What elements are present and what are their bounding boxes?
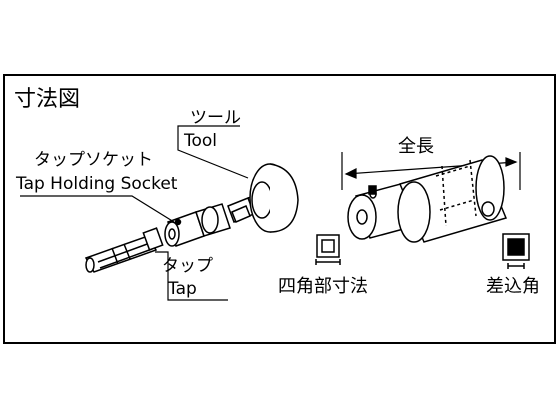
diagram-frame [3, 74, 556, 344]
tool-illustration [249, 163, 299, 233]
overall-length-label: 全長 [398, 136, 434, 157]
socket-label-en: Tap Holding Socket [15, 174, 178, 194]
tap-socket-illustration [164, 203, 231, 247]
square-dim-label: 四角部寸法 [278, 276, 368, 297]
tool-label-jp: ツール [190, 108, 241, 128]
tap-label-jp: タップ [162, 256, 213, 276]
tool-label-en: Tool [183, 131, 217, 151]
tap-label-en: Tap [167, 279, 197, 299]
socket-body-large [397, 155, 508, 243]
insert-square-label: 差込角 [486, 276, 540, 297]
diagram-title: 寸法図 [14, 87, 80, 112]
socket-label-jp: タップソケット [34, 150, 153, 170]
square-dim-icon [315, 234, 341, 265]
tap-illustration [84, 227, 164, 273]
leader-lines-left [20, 125, 249, 301]
insert-square-icon [502, 233, 530, 269]
